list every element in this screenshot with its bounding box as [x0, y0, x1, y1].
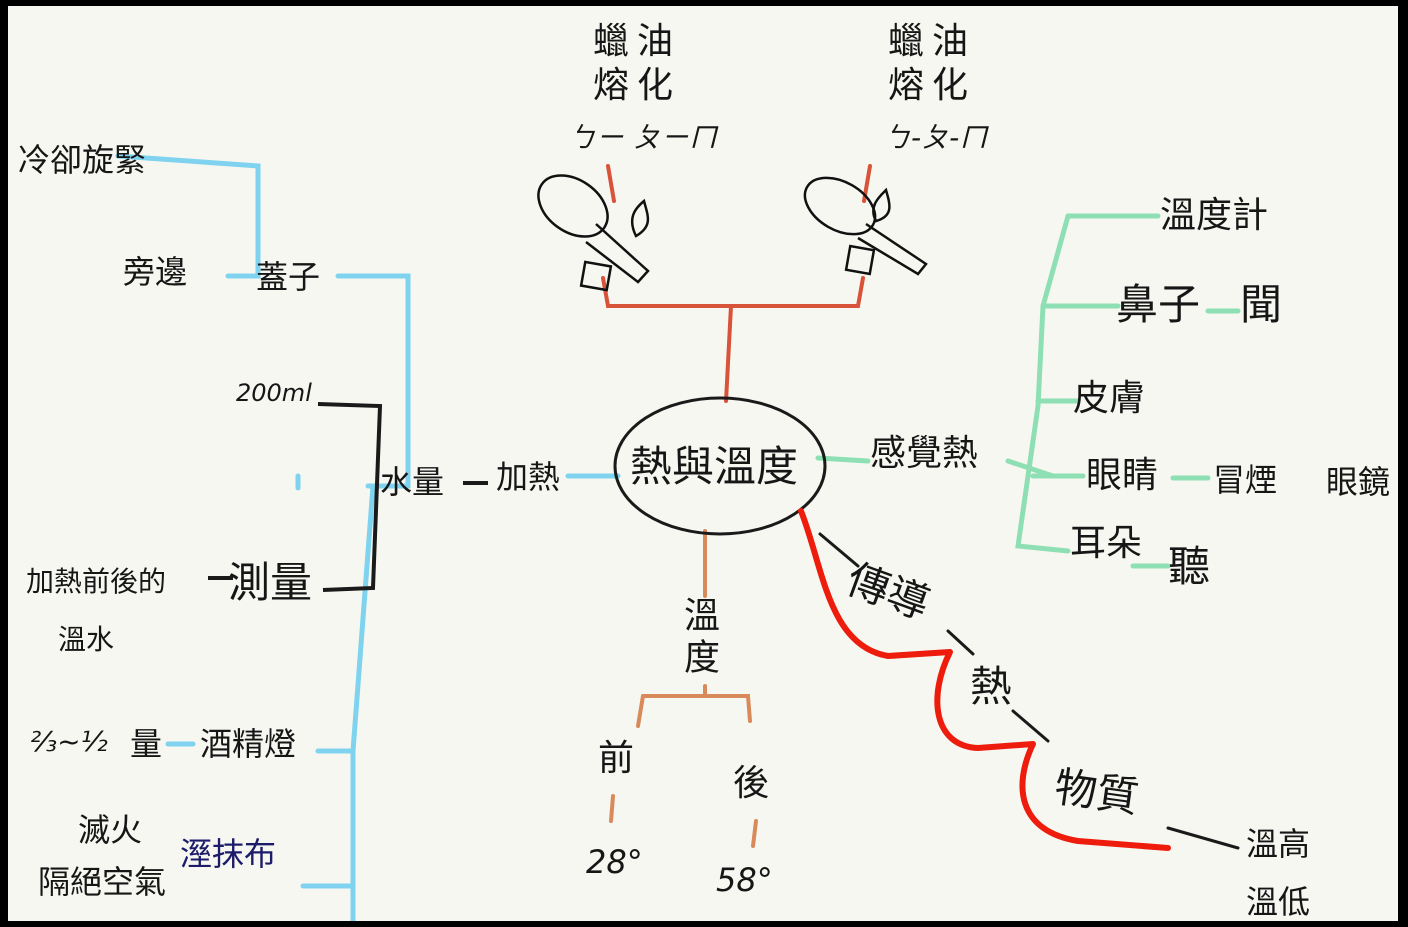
bottom-before-val: 28°: [586, 843, 643, 881]
green-branches: [815, 213, 1241, 569]
left-heat: 加熱: [496, 458, 561, 496]
right-nose: 鼻子: [1116, 280, 1201, 329]
left-side: 旁邊: [123, 253, 188, 291]
left-extinguish: 滅火: [78, 811, 143, 849]
black-branches: [208, 402, 488, 592]
right-thermometer: 溫度計: [1160, 195, 1269, 236]
spoon-candle-icon-left: [537, 174, 650, 292]
conduct-heat: 熱: [970, 662, 1013, 711]
spoon-candle-icon-right: [803, 176, 928, 276]
conduct-high: 溫高: [1246, 825, 1311, 863]
right-feel: 感覺熱: [870, 433, 979, 474]
right-skin: 皮膚: [1073, 378, 1146, 419]
left-isolate: 隔絕空氣: [38, 863, 167, 901]
right-smell: 聞: [1240, 280, 1283, 329]
left-water: 水量: [380, 463, 445, 501]
left-cool: 冷卻旋緊: [18, 141, 147, 179]
bottom-before: 前: [598, 738, 635, 779]
top-left-line2: 熔化: [593, 65, 682, 106]
red-marker-stroke: [798, 508, 1171, 851]
right-ear: 耳朵: [1070, 523, 1143, 564]
blue-branches: [115, 153, 621, 921]
conduct-low: 溫低: [1246, 883, 1311, 921]
right-glasses: 眼鏡: [1326, 463, 1391, 501]
left-fraction: ⅔~½: [30, 725, 108, 758]
conduct-lines: [818, 532, 1240, 850]
conduct-matter: 物質: [1051, 762, 1142, 823]
left-lid: 蓋子: [256, 258, 321, 296]
branch-lines: [115, 153, 1241, 921]
left-amount: 量: [130, 725, 163, 763]
top-right-line3: ㄅ-ㄆ-ㄇ: [883, 121, 988, 154]
top-left-line3: ㄅㄧ ㄆㄧㄇ: [568, 121, 717, 154]
orange-branches: [609, 529, 758, 848]
top-right-line1: 蠟油: [888, 21, 977, 62]
bottom-temp: 溫度: [678, 596, 719, 680]
left-measure: 測量: [228, 558, 313, 607]
left-water-temp-b: 溫水: [58, 623, 115, 656]
left-ml: 200ml: [236, 379, 312, 407]
top-right-line2: 熔化: [888, 65, 977, 106]
left-alcohol: 酒精燈: [200, 725, 297, 763]
center-oval: [613, 396, 827, 536]
top-left-line1: 蠟油: [593, 21, 682, 62]
bottom-after: 後: [733, 763, 770, 804]
right-listen: 聽: [1168, 542, 1211, 591]
center-topic: 熱與溫度: [630, 442, 799, 491]
left-cloth: 溼抹布: [180, 835, 277, 873]
right-smoke: 冒煙: [1213, 461, 1278, 499]
right-eyes: 眼睛: [1086, 455, 1159, 496]
mind-map-paper: 熱與溫度 蠟油 熔化 ㄅㄧ ㄆㄧㄇ 蠟油 熔化 ㄅ-ㄆ-ㄇ 冷卻旋緊 旁邊 蓋子…: [8, 6, 1398, 921]
bottom-after-val: 58°: [716, 861, 773, 899]
left-water-temp-a: 加熱前後的: [26, 565, 167, 598]
